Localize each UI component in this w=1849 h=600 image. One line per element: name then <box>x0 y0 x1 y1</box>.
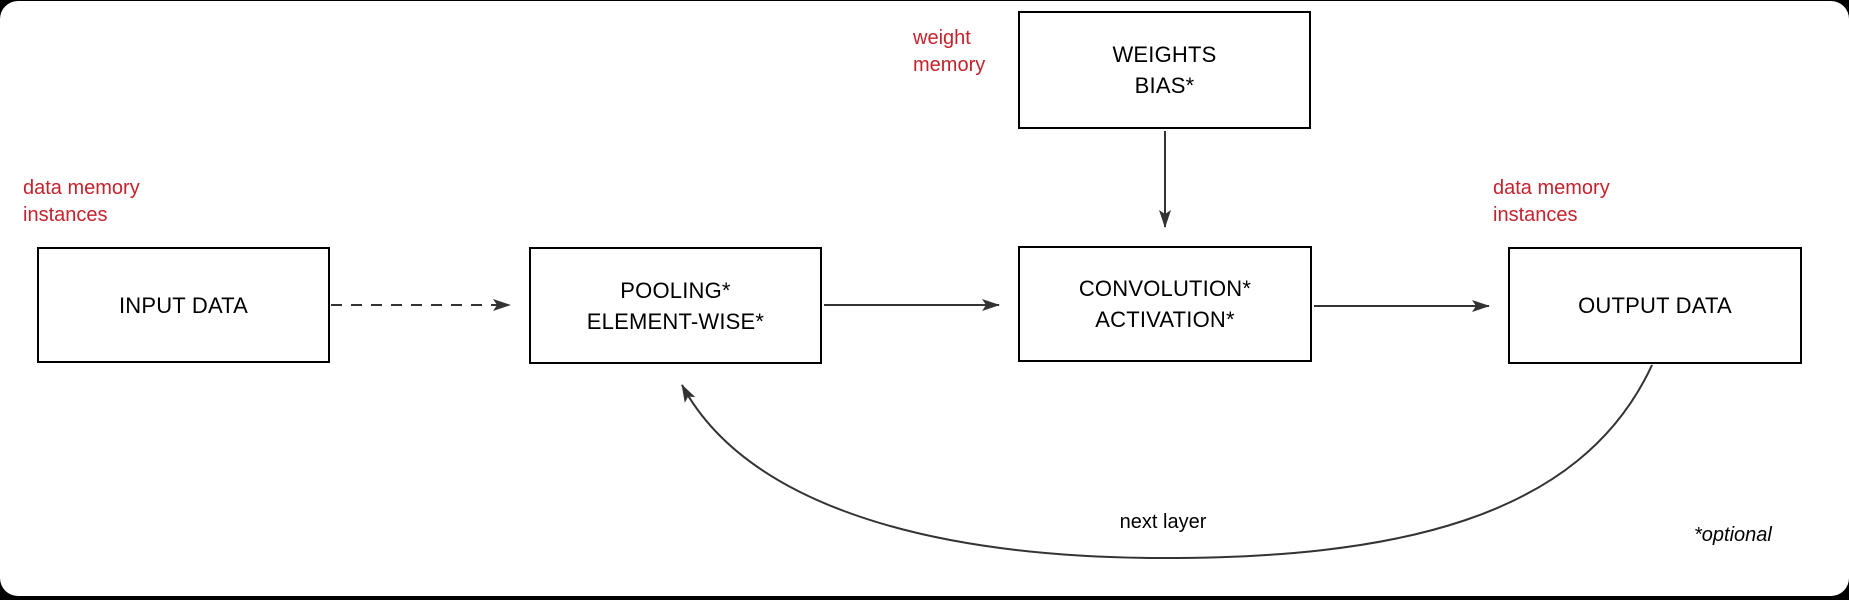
node-label-line: BIAS* <box>1134 73 1195 98</box>
node-label-line: INPUT DATA <box>118 292 249 318</box>
annotation-data-memory-left: data memory instances <box>23 175 140 229</box>
annotation-line: instances <box>23 204 108 226</box>
node-input-data: INPUT DATA <box>37 247 330 363</box>
node-label-line: POOLING* <box>620 277 731 303</box>
node-weights-bias: WEIGHTS BIAS* <box>1018 11 1311 129</box>
annotation-line: data memory <box>23 177 140 199</box>
label-optional-note: *optional <box>1694 524 1772 546</box>
annotation-line: instances <box>1493 204 1578 226</box>
annotation-line: data memory <box>1493 177 1610 199</box>
node-pooling-elementwise: POOLING* ELEMENT-WISE* <box>529 247 822 364</box>
annotation-line: weight <box>913 27 971 49</box>
annotation-line: memory <box>913 54 986 76</box>
annotation-data-memory-right: data memory instances <box>1493 175 1610 229</box>
node-label-line: ACTIVATION* <box>1095 307 1235 332</box>
node-label-line: ELEMENT-WISE* <box>586 308 765 334</box>
node-convolution-activation: CONVOLUTION* ACTIVATION* <box>1018 246 1312 362</box>
node-label-line: OUTPUT DATA <box>1578 293 1732 318</box>
node-label-line: CONVOLUTION* <box>1078 276 1252 301</box>
node-output-data: OUTPUT DATA <box>1508 247 1802 364</box>
annotation-weight-memory: weight memory <box>913 25 985 79</box>
label-next-layer: next layer <box>1119 511 1207 533</box>
node-label-line: WEIGHTS <box>1112 42 1217 67</box>
